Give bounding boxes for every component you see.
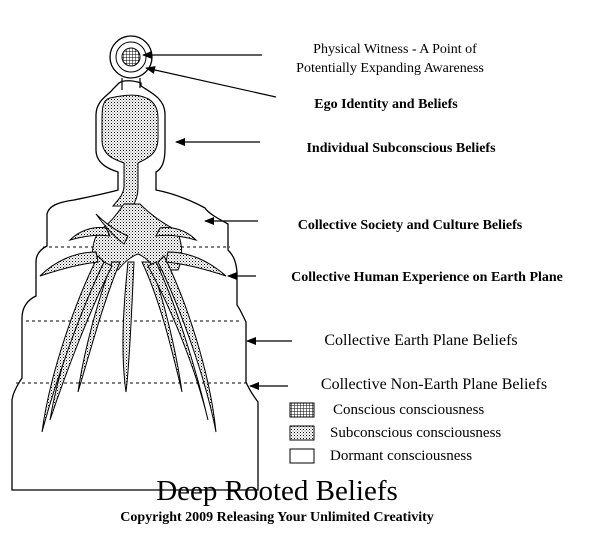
label-collective-earth: Collective Earth Plane Beliefs: [324, 332, 517, 349]
label-arrows: [142, 51, 292, 390]
legend-swatch-subconscious: [289, 425, 315, 441]
legend-swatch-conscious: [289, 402, 315, 418]
label-collective-human: Collective Human Experience on Earth Pla…: [291, 270, 563, 285]
witness-stem: [121, 78, 141, 90]
subconscious-ego-body: [101, 94, 159, 207]
label-collective-society: Collective Society and Culture Beliefs: [298, 218, 523, 233]
diagram-title: Deep Rooted Beliefs: [156, 475, 398, 507]
arrow-ego: [145, 66, 277, 98]
label-collective-non-earth: Collective Non-Earth Plane Beliefs: [321, 376, 547, 393]
label-witness-line2: Potentially Expanding Awareness: [296, 61, 484, 76]
legend-dormant: Dormant consciousness: [330, 448, 472, 464]
subconscious-roots: [39, 213, 227, 433]
legend-subconscious: Subconscious consciousness: [330, 425, 501, 441]
label-individual: Individual Subconscious Beliefs: [306, 141, 496, 156]
legend-conscious: Conscious consciousness: [333, 402, 484, 418]
legend: Conscious consciousness Subconscious con…: [289, 402, 501, 464]
label-ego: Ego Identity and Beliefs: [314, 97, 458, 112]
conscious-core: [121, 47, 141, 67]
physical-witness-head: [109, 35, 153, 79]
copyright-notice: Copyright 2009 Releasing Your Unlimited …: [120, 510, 434, 525]
label-witness-line1: Physical Witness - A Point of: [313, 42, 477, 57]
legend-swatch-dormant: [289, 448, 315, 464]
dormant-outline: [11, 80, 259, 491]
